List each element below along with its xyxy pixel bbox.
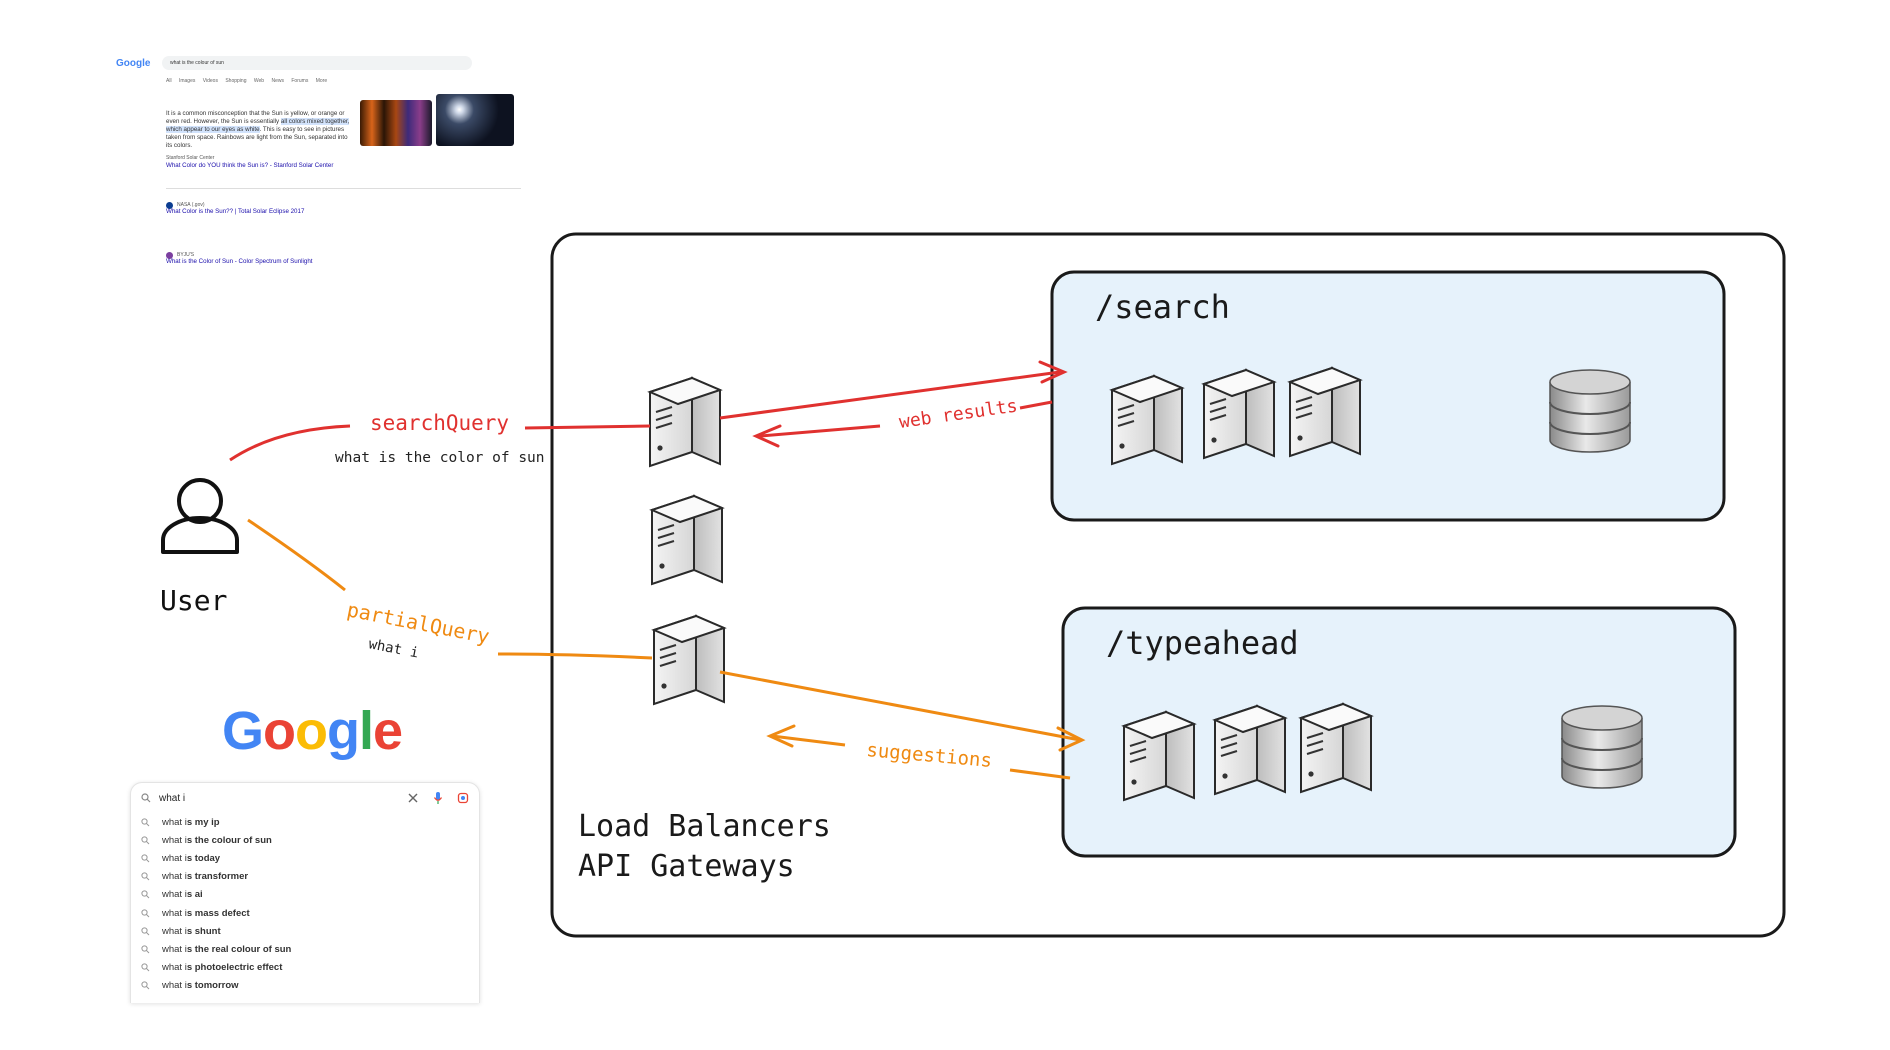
serp-answer-link[interactable]: What Color do YOU think the Sun is? - St…: [166, 162, 334, 169]
search-icon: [141, 927, 150, 936]
mic-icon[interactable]: [433, 791, 443, 805]
search-icon: [141, 963, 150, 972]
serp-result[interactable]: BYJU'S What is the Color of Sun - Color …: [166, 252, 313, 265]
serp-image-space[interactable]: [436, 94, 514, 146]
serp-search-bar[interactable]: what is the colour of sun: [162, 56, 472, 70]
search-icon: [141, 945, 150, 954]
suggestion-item[interactable]: what is the colour of sun: [131, 831, 479, 849]
arrowhead-icon: [766, 724, 796, 748]
load-balancer-server-icon: [649, 377, 721, 467]
logo-letter: G: [222, 701, 264, 761]
typeahead-service-label: /typeahead: [1106, 624, 1299, 662]
serp-tab[interactable]: Images: [178, 78, 196, 84]
serp-tab[interactable]: Videos: [202, 78, 218, 84]
search-forward-arrow: [719, 370, 1061, 420]
search-query-line: [524, 424, 651, 430]
logo-letter: g: [327, 701, 360, 761]
suggestion-item[interactable]: what is ai: [131, 886, 479, 904]
logo-letter: o: [295, 701, 328, 761]
search-service-box: [1050, 270, 1726, 522]
search-query-line: [229, 424, 351, 462]
search-service-label: /search: [1095, 288, 1230, 326]
search-icon: [141, 854, 150, 863]
byjus-favicon-icon: [166, 252, 173, 259]
search-icon: [141, 890, 150, 899]
serp-result[interactable]: NASA (.gov) What Color is the Sun?? | To…: [166, 202, 305, 215]
serp-tab[interactable]: Shopping: [225, 78, 247, 84]
arrowhead-icon: [1056, 726, 1086, 752]
search-query-label: searchQuery: [370, 411, 509, 435]
typeahead-server-icon: [1123, 711, 1195, 801]
search-icon: [141, 872, 150, 881]
web-results-line: [759, 424, 881, 438]
suggestion-item[interactable]: what is the real colour of sun: [131, 940, 479, 958]
suggestion-item[interactable]: what is transformer: [131, 868, 479, 886]
serp-tab[interactable]: All: [166, 78, 172, 84]
clear-icon[interactable]: [407, 792, 419, 804]
divider: [166, 188, 521, 189]
nasa-favicon-icon: [166, 202, 173, 209]
suggestions-line: [771, 734, 846, 747]
serp-answer-source: Stanford Solar Center: [166, 155, 215, 161]
partial-query-example: what i: [367, 636, 420, 661]
serp-featured-answer: It is a common misconception that the Su…: [166, 110, 350, 169]
search-server-icon: [1111, 375, 1183, 465]
lb-label-line2: API Gateways: [578, 849, 795, 884]
search-server-icon: [1289, 367, 1361, 457]
suggestions-label: suggestions: [866, 739, 993, 772]
serp-image-spectrum[interactable]: [360, 100, 432, 146]
suggestion-item[interactable]: what is photoelectric effect: [131, 959, 479, 977]
typeahead-database-icon: [1561, 705, 1643, 789]
suggestion-item[interactable]: what is my ip: [131, 813, 479, 831]
partial-query-line: [247, 518, 346, 592]
web-results-line: [1019, 400, 1053, 410]
search-icon: [141, 981, 150, 990]
web-results-label: web results: [898, 396, 1019, 433]
autocomplete-dropdown: what i what is my ip what is the colour …: [130, 782, 480, 1003]
search-query-example: what is the color of sun: [335, 450, 545, 466]
search-icon: [141, 793, 151, 803]
search-input[interactable]: what i: [131, 783, 479, 813]
search-results-screenshot: Google what is the colour of sun All Ima…: [110, 52, 530, 302]
logo-letter: e: [373, 701, 403, 761]
google-logo: Google: [222, 700, 403, 762]
suggestion-item[interactable]: what is shunt: [131, 922, 479, 940]
search-icon: [141, 817, 150, 826]
arrowhead-icon: [752, 424, 782, 448]
typeahead-forward-arrow: [719, 670, 1081, 742]
arrowhead-icon: [1038, 360, 1068, 384]
search-input-value[interactable]: what i: [159, 792, 186, 804]
suggestions-line: [1009, 768, 1071, 780]
user-icon: [161, 478, 239, 554]
typeahead-server-icon: [1214, 705, 1286, 795]
serp-tab[interactable]: Forums: [291, 78, 309, 84]
suggestion-item[interactable]: what is mass defect: [131, 904, 479, 922]
user-label: User: [160, 584, 227, 617]
suggestion-item[interactable]: what is today: [131, 849, 479, 867]
load-balancer-server-icon: [653, 615, 725, 705]
logo-letter: l: [359, 701, 374, 761]
gateway-container: [550, 232, 1786, 938]
lens-icon[interactable]: [457, 792, 469, 804]
typeahead-server-icon: [1300, 703, 1372, 793]
load-balancer-server-icon: [651, 495, 723, 585]
partial-query-line: [497, 652, 653, 660]
search-icon: [141, 836, 150, 845]
search-icon: [141, 908, 150, 917]
partial-query-label: partialQuery: [345, 597, 491, 648]
serp-tab[interactable]: News: [271, 78, 284, 84]
serp-tab[interactable]: More: [315, 78, 328, 84]
search-server-icon: [1203, 369, 1275, 459]
logo-letter: o: [263, 701, 296, 761]
serp-tabs[interactable]: All Images Videos Shopping Web News Foru…: [166, 78, 327, 84]
serp-google-logo: Google: [116, 58, 151, 69]
search-database-icon: [1549, 369, 1631, 453]
suggestion-item[interactable]: what is tomorrow: [131, 977, 479, 995]
suggestion-list: what is my ip what is the colour of sun …: [131, 813, 479, 995]
serp-tab[interactable]: Web: [253, 78, 265, 84]
lb-label-line1: Load Balancers: [578, 809, 831, 844]
